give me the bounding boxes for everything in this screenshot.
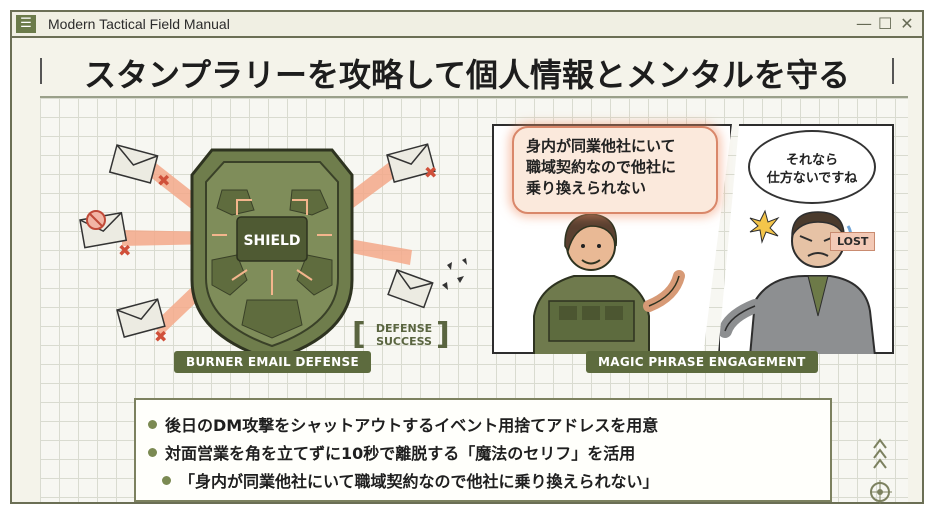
reply-line: それなら [785,153,838,168]
bullet-item: 対面営業を角を立てずに10秒で離脱する「魔法のセリフ」を活用 [148,440,635,464]
email-icon [386,143,436,183]
bullet-dot-icon [148,448,157,457]
chevron-up-icon [873,448,887,459]
comic-panel-soldier [492,124,732,354]
summary-box: 後日のDM攻撃をシャットアウトするイベント用捨てアドレスを用意 対面営業を角を立… [134,398,832,502]
speech-line: 身内が同業他社にいて [526,137,676,155]
close-icon[interactable]: ✕ [900,14,914,33]
minimize-icon[interactable]: — [856,14,872,33]
hamburger-icon[interactable]: ☰ [16,15,36,33]
success-word: SUCCESS [376,335,432,348]
speech-bubble-reply: それなら 仕方ないですね [748,130,876,204]
lost-tag: LOST [830,232,876,251]
maximize-icon[interactable]: ☐ [878,14,893,33]
speech-bubble-main: 身内が同業他社にいて 職域契約なので他社に 乗り換えられない [512,126,718,214]
chevron-up-icon [873,438,887,449]
bracket-right: ] [436,317,450,352]
page-title: スタンプラリーを攻略して個人情報とメンタルを守る [83,56,851,94]
shield-illustration: SHIELD ✖ ✖ ✖ ✖ [79,143,467,362]
bullet-item: 「身内が同業他社にいて職域契約なので他社に乗り換えられない」 [162,468,659,492]
bullet-dot-icon [162,476,171,485]
speech-line: 乗り換えられない [526,179,647,197]
defense-success-stamp: DEFENSE SUCCESS [364,322,444,348]
window-controls: — ☐ ✕ [856,14,914,34]
bullet-text: 後日のDM攻撃をシャットアウトするイベント用捨てアドレスを用意 [165,416,659,435]
blocked-x-icon: ✖ [157,171,170,190]
email-icon [116,298,166,338]
burner-email-label: BURNER EMAIL DEFENSE [174,351,371,373]
bullet-item: 後日のDM攻撃をシャットアウトするイベント用捨てアドレスを用意 [148,412,658,436]
blocked-x-icon: ✖ [154,327,167,346]
defense-word: DEFENSE [375,322,433,335]
heading-divider-right [892,58,894,84]
app-window: ☰ Modern Tactical Field Manual — ☐ ✕ スタン… [10,10,924,504]
reply-line: 仕方ないですね [766,171,858,186]
email-icon [108,144,159,184]
soldier-illustration [533,213,685,354]
title-bar: ☰ Modern Tactical Field Manual — ☐ ✕ [12,12,922,38]
torn-email-icon [387,269,434,309]
blocked-x-icon: ✖ [118,241,131,260]
debris-icon [442,258,467,290]
speech-line: 職域契約なので他社に [526,158,677,176]
bracket-left: [ [352,317,366,352]
bullet-text: 対面営業を角を立てずに10秒で離脱する「魔法のセリフ」を活用 [165,444,636,463]
blocked-x-icon: ✖ [424,163,437,182]
chevron-up-icon [873,458,887,469]
heading-divider-left [40,58,42,84]
bullet-dot-icon [148,420,157,429]
shield-label: SHIELD [243,233,300,249]
magic-phrase-label: MAGIC PHRASE ENGAGEMENT [586,351,818,373]
target-deco [870,438,892,504]
bullet-text: 「身内が同業他社にいて職域契約なので他社に乗り換えられない」 [179,472,659,491]
shield-icon [190,148,354,362]
window-title: Modern Tactical Field Manual [48,16,230,32]
